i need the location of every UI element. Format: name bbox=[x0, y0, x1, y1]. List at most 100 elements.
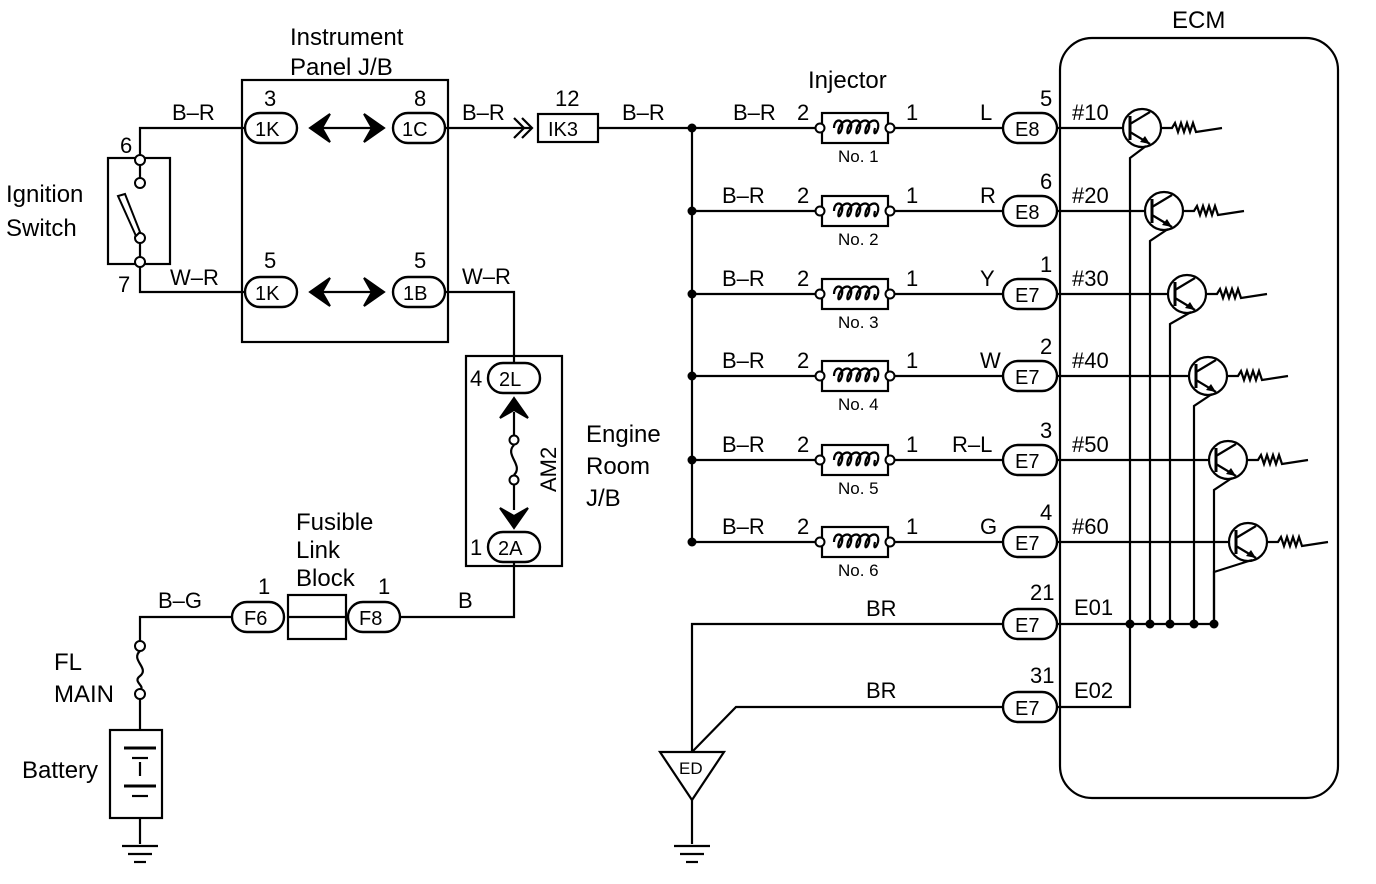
fusible-label-2: Link bbox=[296, 537, 341, 564]
wire-ign-to-jb-top bbox=[138, 126, 245, 155]
terminal-label: #30 bbox=[1072, 266, 1109, 291]
junction-dot bbox=[687, 537, 697, 547]
connector-e7-e01-label: E7 bbox=[1015, 615, 1039, 637]
wire-label-injector-in: B–R bbox=[722, 514, 765, 539]
chevron-right-icon bbox=[363, 113, 386, 143]
junction-dot bbox=[687, 123, 697, 133]
fuse-contact bbox=[508, 474, 520, 486]
emitter-arrow-icon bbox=[1140, 136, 1150, 144]
solenoid-coil-icon bbox=[832, 119, 880, 135]
wire-label-jb-out-top: B–R bbox=[462, 100, 505, 125]
transistor-collector bbox=[1195, 359, 1217, 373]
solenoid-coil-icon bbox=[832, 367, 880, 383]
pin-1-f8: 1 bbox=[378, 574, 390, 599]
wire-engine-room-to-fusible bbox=[400, 562, 516, 619]
connector-ecm-label: E7 bbox=[1015, 367, 1039, 389]
wire-label-ik3-out: B–R bbox=[622, 100, 665, 125]
chevron-up-icon bbox=[499, 396, 529, 419]
wire-jb-to-engine-room bbox=[445, 290, 516, 364]
emitter-arrow-icon bbox=[1226, 468, 1236, 476]
wire-ign-to-jb-bottom bbox=[138, 267, 245, 294]
ground-ed-label: ED bbox=[679, 759, 703, 778]
pin-4: 4 bbox=[470, 366, 482, 391]
pin-injector-out: 1 bbox=[906, 514, 918, 539]
battery-box bbox=[108, 728, 164, 820]
solenoid-coil-icon bbox=[832, 451, 880, 467]
connector-f8-label: F8 bbox=[359, 608, 382, 630]
pin-ecm: 2 bbox=[1040, 334, 1052, 359]
resistor-icon bbox=[1267, 533, 1329, 550]
junction-dot bbox=[687, 371, 697, 381]
wire-fusible-to-fl-main bbox=[138, 615, 232, 642]
pin-ecm: 1 bbox=[1040, 252, 1052, 277]
injector-name: No. 1 bbox=[838, 147, 879, 166]
terminal-label: #40 bbox=[1072, 348, 1109, 373]
emitter-arrow-icon bbox=[1206, 384, 1216, 392]
ground-icon bbox=[122, 844, 158, 864]
solenoid-coil-icon bbox=[832, 202, 880, 218]
pin-injector-in: 2 bbox=[797, 348, 809, 373]
resistor-icon bbox=[1161, 119, 1223, 136]
wire-gnd-e01 bbox=[690, 622, 1003, 752]
emitter-ground-wire bbox=[1212, 558, 1253, 624]
pin-1-er: 1 bbox=[470, 535, 482, 560]
junction-dot bbox=[687, 289, 697, 299]
resistor-icon bbox=[1183, 202, 1245, 219]
injector-name: No. 2 bbox=[838, 230, 879, 249]
connector-2l bbox=[486, 361, 542, 395]
pin-ecm: 5 bbox=[1040, 86, 1052, 111]
chevron-left-icon bbox=[308, 277, 331, 307]
wire-label-gnd-e01: BR bbox=[866, 596, 897, 621]
wire-label-ign-bottom: W–R bbox=[170, 265, 219, 290]
connector-2l-label: 2L bbox=[499, 369, 521, 391]
wire-label-injector-out: Y bbox=[980, 266, 995, 291]
emitter-arrow-icon bbox=[1185, 302, 1195, 310]
connector-1k-bottom-label: 1K bbox=[255, 283, 280, 305]
terminal-label: #10 bbox=[1072, 100, 1109, 125]
solenoid-coil-icon bbox=[832, 285, 880, 301]
resistor-icon bbox=[1247, 451, 1309, 468]
injector-terminal bbox=[814, 370, 826, 382]
solenoid-coil-icon bbox=[832, 533, 880, 549]
injector-terminal bbox=[814, 454, 826, 466]
wire-label-injector-in: B–R bbox=[733, 100, 776, 125]
terminal-e01: E01 bbox=[1074, 595, 1113, 620]
ground-ed-symbol bbox=[657, 750, 727, 802]
wire-label-ign-top: B–R bbox=[172, 100, 215, 125]
wire-label-injector-out: L bbox=[980, 100, 992, 125]
connector-1b-label: 1B bbox=[403, 283, 427, 305]
injector-name: No. 5 bbox=[838, 479, 879, 498]
ignition-label-1: Ignition bbox=[6, 181, 83, 208]
emitter-ground-wire bbox=[1128, 145, 1147, 624]
emitter-arrow-icon bbox=[1246, 550, 1256, 558]
connector-ecm-label: E7 bbox=[1015, 451, 1039, 473]
instrument-panel-label-2: Panel J/B bbox=[290, 54, 393, 81]
pin-injector-out: 1 bbox=[906, 432, 918, 457]
wire-label-gnd-e02: BR bbox=[866, 678, 897, 703]
connector-ecm-label: E7 bbox=[1015, 285, 1039, 307]
wire-label-injector-out: R–L bbox=[952, 432, 992, 457]
switch-blade-icon bbox=[116, 192, 142, 238]
pin-injector-in: 2 bbox=[797, 100, 809, 125]
pin-3: 3 bbox=[264, 86, 276, 111]
ignition-label-2: Switch bbox=[6, 215, 77, 242]
injector-name: No. 4 bbox=[838, 395, 879, 414]
terminal-label: #60 bbox=[1072, 514, 1109, 539]
engine-room-label-3: J/B bbox=[586, 485, 621, 512]
injector-terminal bbox=[814, 536, 826, 548]
fl-main-fuse-icon bbox=[136, 650, 144, 691]
pin-5b: 5 bbox=[414, 248, 426, 273]
ignition-contact bbox=[134, 154, 146, 166]
pin-6: 6 bbox=[120, 133, 132, 158]
engine-room-label-1: Engine bbox=[586, 421, 661, 448]
terminal-label: #20 bbox=[1072, 183, 1109, 208]
pin-injector-in: 2 bbox=[797, 432, 809, 457]
injector-terminal bbox=[814, 288, 826, 300]
chevron-down-icon bbox=[499, 507, 529, 530]
connector-1k-top-label: 1K bbox=[255, 119, 280, 141]
terminal-e02: E02 bbox=[1074, 678, 1113, 703]
chevron-right-icon bbox=[363, 277, 386, 307]
fuse-am2-label: AM2 bbox=[536, 447, 561, 492]
junction-dot bbox=[687, 206, 697, 216]
